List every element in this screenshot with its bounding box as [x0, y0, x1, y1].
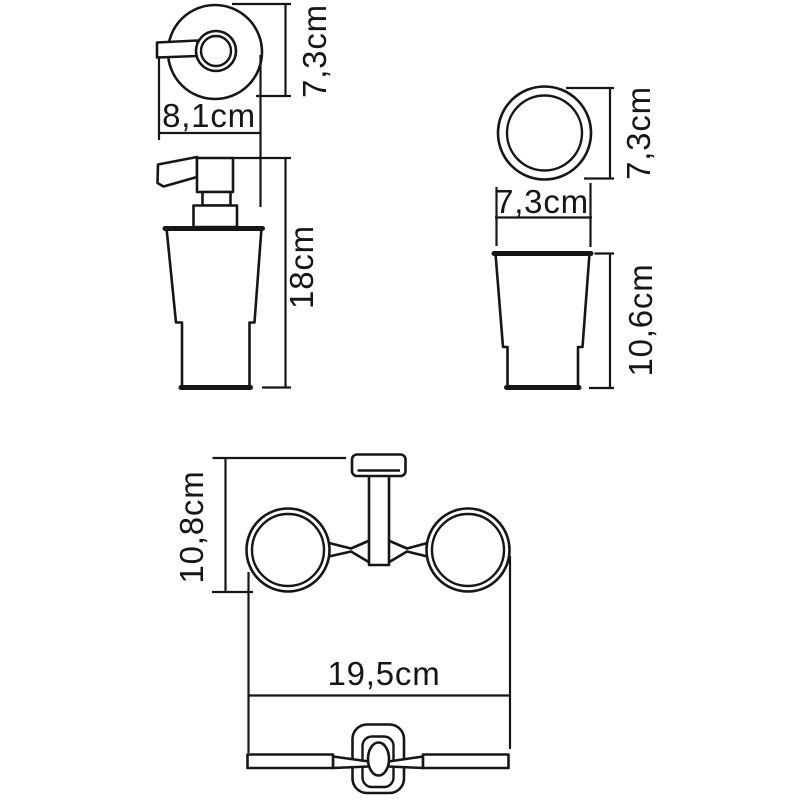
tumbler-front-view: [491, 251, 594, 390]
dimension-dispenser-front-height: 18cm: [233, 156, 320, 389]
holder-left-arm-top: [328, 539, 371, 550]
dispenser-front-view: [156, 155, 265, 390]
dimension-tumbler-top-height: 7,3cm: [566, 86, 657, 180]
dispenser-pump-head: [195, 156, 235, 194]
dimension-dispenser-top-height: 7,3cm: [232, 2, 333, 98]
dimension-label: 7,3cm: [620, 86, 657, 180]
dimension-label: 7,3cm: [495, 183, 589, 220]
dispenser-top-pump-ring-inner: [199, 34, 233, 68]
tumbler-body: [494, 252, 591, 389]
dimension-label: 10,8cm: [173, 470, 210, 583]
holder-right-ring-inner: [430, 512, 506, 588]
holder-top-left-ring-bar: [246, 753, 335, 770]
holder-top-post-boss: [366, 741, 391, 777]
holder-top-right-ring-bar: [421, 753, 510, 770]
holder-left-ring-inner: [250, 512, 326, 588]
dimension-dispenser-top-width: 8,1cm: [157, 55, 262, 207]
dimension-label: 19,5cm: [327, 655, 440, 692]
tumbler-top-view: [496, 85, 593, 181]
dimension-label: 7,3cm: [296, 4, 333, 98]
holder-front-view: [245, 453, 511, 593]
dimension-holder-height: 10,8cm: [173, 456, 346, 594]
holder-top-view: [246, 723, 510, 795]
holder-left-arm-bottom: [328, 550, 371, 564]
dimension-label: 10,6cm: [622, 263, 659, 376]
dispenser-bottle-body: [165, 226, 263, 389]
dispenser-top-spout-lever: [155, 39, 199, 59]
holder-wall-plate: [350, 453, 407, 478]
holder-right-arm-bottom: [387, 550, 428, 564]
dispenser-pump-neck: [201, 190, 232, 207]
holder-post: [367, 472, 391, 567]
dimension-tumbler-front-height: 10,6cm: [589, 252, 659, 390]
dimension-label: 8,1cm: [162, 97, 256, 134]
dispenser-pump-collar: [192, 204, 239, 229]
tumbler-top-inner-rim: [505, 94, 584, 172]
dispenser-top-view: [155, 3, 264, 101]
dimension-holder-width: 19,5cm: [247, 556, 512, 753]
holder-right-arm-top: [387, 539, 428, 550]
dispenser-spout: [156, 155, 199, 188]
dimension-tumbler-top-width: 7,3cm: [495, 183, 592, 247]
dimension-label: 18cm: [283, 225, 320, 309]
